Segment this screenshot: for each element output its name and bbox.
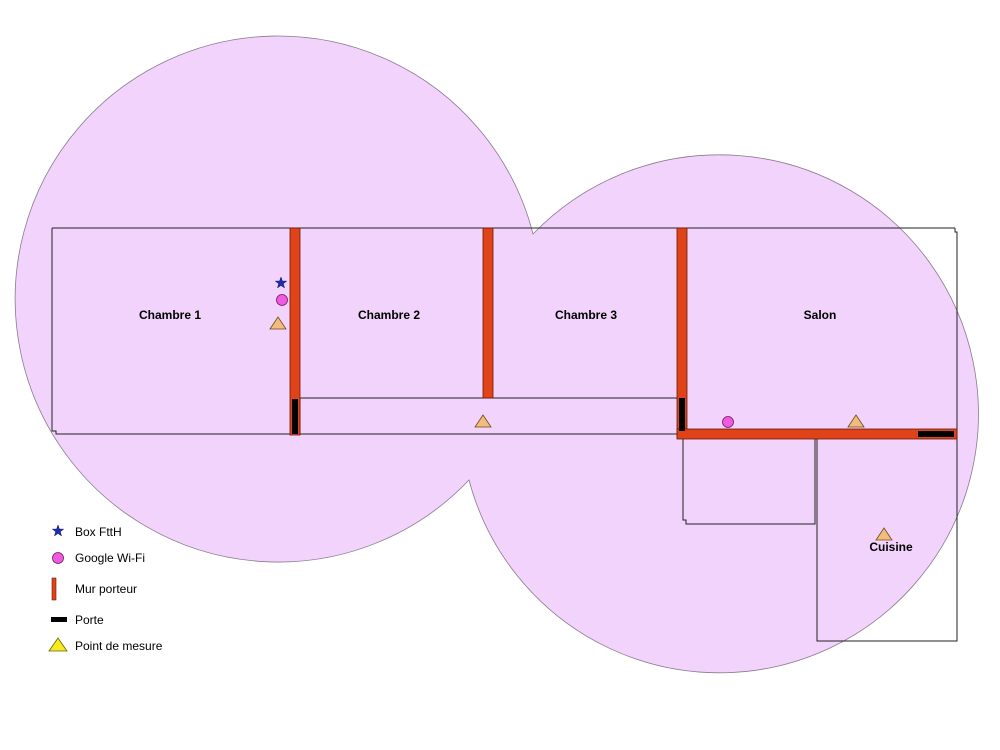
chambre-1-outline: [51, 228, 293, 435]
coverage-zones: [14, 35, 979, 674]
measure-triangle-icon-cuisine: [875, 527, 893, 541]
legend-label-wifi: Google Wi-Fi: [75, 551, 145, 565]
cellier-outline: [682, 438, 816, 525]
wall-chambre1-chambre2: [289, 227, 301, 436]
wall-chambre2-chambre3: [482, 227, 494, 399]
room-label-chambre-2: Chambre 2: [358, 308, 420, 322]
room-label-cuisine: Cuisine: [869, 540, 913, 554]
measurement-points: [269, 316, 893, 541]
door-chambre1: [292, 399, 298, 434]
wall-salon-bottom: [676, 428, 958, 440]
measure-triangle-icon-salon: [847, 414, 865, 428]
devices: [274, 276, 734, 428]
doors: [292, 398, 954, 437]
legend-label-porte: Porte: [75, 613, 104, 627]
room-label-chambre-1: Chambre 1: [139, 308, 201, 322]
legend: Box FttH Google Wi-Fi Mur porteur Porte …: [48, 524, 163, 653]
legend-wall-bar-icon: [51, 577, 57, 601]
room-label-salon: Salon: [804, 308, 837, 322]
coverage-zone-union: [14, 35, 979, 674]
box-ftth-star-icon: [274, 276, 288, 289]
google-wifi-circle-icon-salon: [722, 416, 734, 428]
legend-label-mur: Mur porteur: [75, 582, 137, 596]
legend-triangle-icon: [48, 637, 68, 652]
google-wifi-circle-icon-chambre1: [276, 294, 288, 306]
room-label-chambre-3: Chambre 3: [555, 308, 617, 322]
legend-label-point: Point de mesure: [75, 639, 163, 653]
load-bearing-walls: [289, 227, 958, 440]
legend-label-box: Box FttH: [75, 525, 122, 539]
legend-door-bar-icon: [51, 617, 67, 622]
legend-star-icon: [51, 524, 65, 537]
measure-triangle-icon-corridor: [474, 414, 492, 428]
door-salon: [918, 431, 954, 437]
door-chambre3: [679, 398, 685, 431]
measure-triangle-icon-chambre1: [269, 316, 287, 330]
legend-circle-icon: [52, 552, 64, 564]
